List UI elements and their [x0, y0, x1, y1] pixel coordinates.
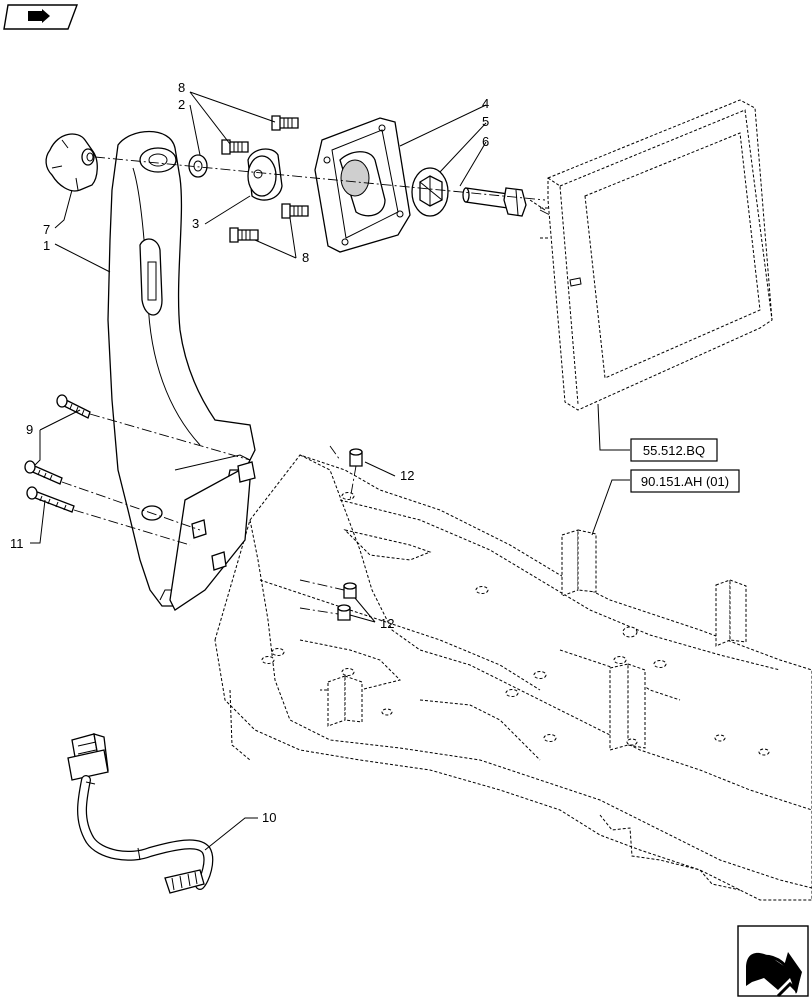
- reference-monitor-label: 55.512.BQ: [643, 443, 705, 458]
- spacer-12-low: [337, 604, 351, 621]
- callout-5: 5: [482, 114, 489, 129]
- callout-labels: 8 2 3 4 5 6 7 1 8 9 11 12 12 10: [10, 80, 489, 825]
- ball-nut: [411, 167, 449, 217]
- screw-lower-a: [281, 203, 309, 219]
- callout-12-top: 12: [400, 468, 414, 483]
- display-monitor: [529, 99, 773, 411]
- reference-frame-label: 90.151.AH (01): [641, 474, 729, 489]
- callout-4: 4: [482, 96, 489, 111]
- screw-mid: [221, 139, 249, 155]
- callout-2: 2: [178, 97, 185, 112]
- callout-6: 6: [482, 134, 489, 149]
- callout-3: 3: [192, 216, 199, 231]
- callout-7: 7: [43, 222, 50, 237]
- callout-1: 1: [43, 238, 50, 253]
- bolt-9b: [24, 460, 63, 485]
- reference-frame[interactable]: 90.151.AH (01): [630, 469, 740, 493]
- star-knob: [45, 133, 98, 192]
- callout-10: 10: [262, 810, 276, 825]
- cab-frame-structure: [214, 454, 812, 901]
- washer: [188, 154, 208, 178]
- book-reference-icon[interactable]: [3, 4, 79, 30]
- spacer-12-mid: [343, 582, 357, 599]
- callout-9: 9: [26, 422, 33, 437]
- arm-bracket: [107, 130, 256, 611]
- wiring-harness: [67, 733, 214, 894]
- bolt-9: [56, 394, 91, 419]
- leader-lines: [30, 91, 630, 851]
- callout-8-top: 8: [178, 80, 185, 95]
- cup-bushing: [247, 148, 283, 201]
- mounting-plate: [314, 117, 411, 253]
- assembly-axes: [61, 156, 551, 615]
- reference-monitor[interactable]: 55.512.BQ: [630, 438, 718, 462]
- hex-bolt: [462, 187, 527, 217]
- spacer-12-top: [349, 448, 363, 467]
- bolt-11: [26, 486, 75, 513]
- callout-12-bottom: 12: [380, 616, 394, 631]
- next-page-arrow-icon[interactable]: [737, 925, 809, 998]
- callout-11: 11: [10, 536, 24, 551]
- screw-top: [271, 115, 299, 131]
- screw-lower-b: [229, 227, 259, 243]
- callout-8-bottom: 8: [302, 250, 309, 265]
